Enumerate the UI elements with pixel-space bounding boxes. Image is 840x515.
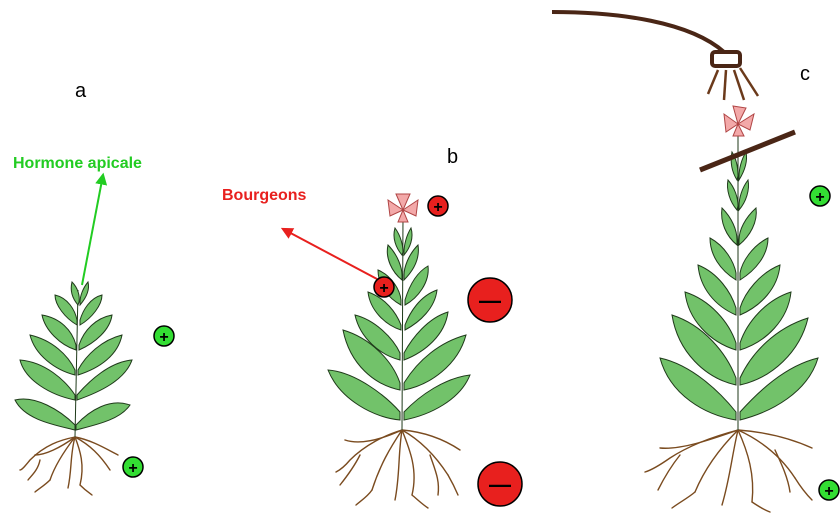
bourgeons-arrow (283, 229, 377, 279)
minus-sign-red-b-lower: — (478, 462, 522, 506)
panel-letter-a: a (75, 80, 87, 102)
plant-c-flower (724, 106, 754, 136)
svg-text:+: + (128, 460, 137, 477)
svg-text:+: + (379, 280, 388, 297)
hormone-arrow (82, 175, 103, 285)
svg-text:+: + (815, 189, 824, 206)
plant-b (328, 194, 470, 508)
plant-b-leaves (328, 228, 470, 420)
plus-sign-red-b-bud: + (374, 277, 394, 297)
hormone-apicale-label: Hormone apicale (13, 155, 142, 172)
plus-sign-green-a-upper: + (154, 326, 174, 346)
plant-b-flower (388, 194, 418, 222)
svg-text:+: + (159, 329, 168, 346)
svg-text:+: + (433, 199, 442, 216)
cut-line (700, 132, 795, 170)
svg-text:—: — (479, 288, 501, 313)
panel-letter-b: b (447, 146, 458, 168)
bourgeons-label: Bourgeons (222, 187, 307, 204)
plant-b-roots (336, 430, 460, 508)
plant-a-leaves (15, 282, 132, 430)
plant-a (15, 282, 132, 495)
plus-sign-green-c-upper: + (810, 186, 830, 206)
plant-a-roots (20, 437, 118, 495)
plant-c-roots (645, 430, 812, 512)
plant-a-stem (75, 290, 78, 437)
plus-sign-green-a-lower: + (123, 457, 143, 477)
lamp-cable (552, 12, 724, 52)
plant-c (645, 106, 818, 512)
minus-sign-red-b-upper: — (468, 278, 512, 322)
plus-sign-green-c-lower: + (819, 480, 839, 500)
svg-text:—: — (489, 472, 511, 497)
panel-letter-c: c (800, 63, 810, 85)
lamp-icon (708, 52, 758, 100)
plant-c-leaves (660, 152, 818, 420)
svg-text:+: + (824, 483, 833, 500)
plus-sign-red-b-top: + (428, 196, 448, 216)
